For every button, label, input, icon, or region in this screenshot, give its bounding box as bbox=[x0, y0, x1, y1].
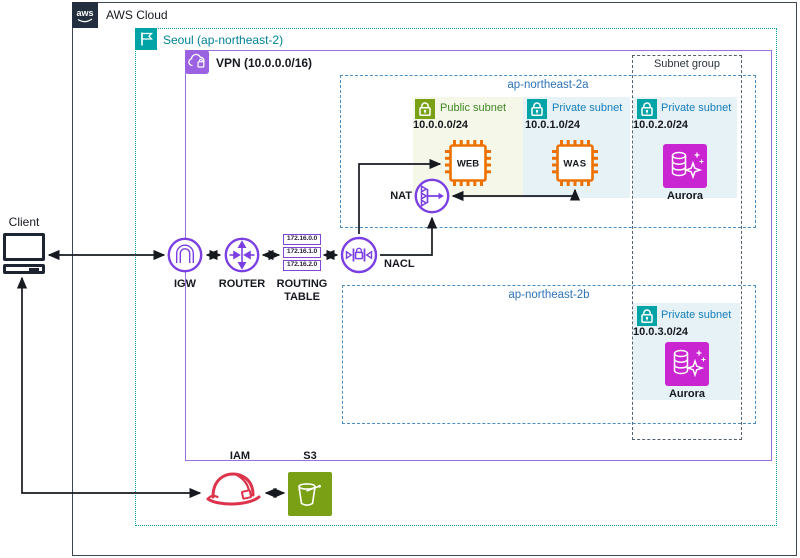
client-monitor-icon[interactable] bbox=[3, 233, 45, 261]
private-subnet1-cidr: 10.0.1.0/24 bbox=[525, 119, 581, 131]
region-label: Seoul (ap-northeast-2) bbox=[163, 33, 284, 47]
client-base-slot bbox=[29, 267, 39, 271]
az-2a-label: ap-northeast-2a bbox=[507, 79, 589, 91]
s3-bucket-icon[interactable] bbox=[288, 472, 332, 516]
nat-label: NAT bbox=[390, 190, 412, 202]
svg-text:WEB: WEB bbox=[457, 159, 479, 170]
s3-label: S3 bbox=[303, 450, 317, 462]
nacl-label: NACL bbox=[384, 258, 415, 270]
public-subnet-lock-icon bbox=[415, 99, 435, 119]
aurora-a-icon[interactable] bbox=[663, 144, 707, 188]
az-2a-box bbox=[340, 75, 756, 228]
public-subnet-label: Public subnet bbox=[440, 102, 507, 114]
client-base-icon bbox=[3, 264, 45, 274]
router-icon[interactable] bbox=[224, 237, 260, 273]
svg-text:aws: aws bbox=[76, 8, 93, 18]
routing-table-label: ROUTING TABLE bbox=[276, 278, 328, 303]
aurora-b-icon[interactable] bbox=[665, 342, 709, 386]
igw-label: IGW bbox=[174, 278, 196, 290]
vpc-label: VPN (10.0.0.0/16) bbox=[216, 56, 313, 70]
az-2b-box bbox=[342, 285, 756, 424]
vpc-icon bbox=[185, 50, 209, 74]
web-server-icon[interactable]: WEB bbox=[444, 139, 492, 187]
az-2b-label: ap-northeast-2b bbox=[508, 289, 590, 301]
subnet-group-box bbox=[632, 55, 742, 440]
aws-logo-icon: aws bbox=[72, 2, 98, 28]
aws-cloud-label: AWS Cloud bbox=[106, 8, 168, 22]
iam-label: IAM bbox=[229, 450, 251, 462]
private-subnet2-label: Private subnet bbox=[661, 102, 732, 114]
svg-text:WAS: WAS bbox=[563, 159, 586, 170]
client-label: Client bbox=[8, 215, 40, 229]
routing-table-entry-1: 172.16.0.0 bbox=[283, 234, 321, 245]
router-label: ROUTER bbox=[218, 278, 266, 290]
iam-icon[interactable] bbox=[204, 466, 264, 514]
nat-gateway-icon[interactable] bbox=[414, 178, 450, 214]
aurora-a-label: Aurora bbox=[666, 190, 704, 202]
private-subnet1-label: Private subnet bbox=[552, 102, 623, 114]
aurora-b-label: Aurora bbox=[668, 388, 706, 400]
private-subnet2-cidr: 10.0.2.0/24 bbox=[633, 119, 689, 131]
private-subnet3-cidr: 10.0.3.0/24 bbox=[633, 326, 689, 338]
subnet-group-label: Subnet group bbox=[653, 58, 721, 70]
private-subnet3-label: Private subnet bbox=[661, 309, 732, 321]
region-flag-icon bbox=[135, 28, 157, 50]
public-subnet-cidr: 10.0.0.0/24 bbox=[413, 119, 469, 131]
nacl-icon[interactable] bbox=[340, 236, 378, 274]
private-subnet2-lock-icon bbox=[637, 99, 657, 119]
private-subnet3-lock-icon bbox=[637, 306, 657, 326]
was-server-icon[interactable]: WAS bbox=[551, 139, 599, 187]
private-subnet1-lock-icon bbox=[527, 99, 547, 119]
routing-table-entry-3: 172.16.2.0 bbox=[283, 260, 321, 271]
routing-table-entry-2: 172.16.1.0 bbox=[283, 247, 321, 258]
igw-icon[interactable] bbox=[167, 237, 203, 273]
